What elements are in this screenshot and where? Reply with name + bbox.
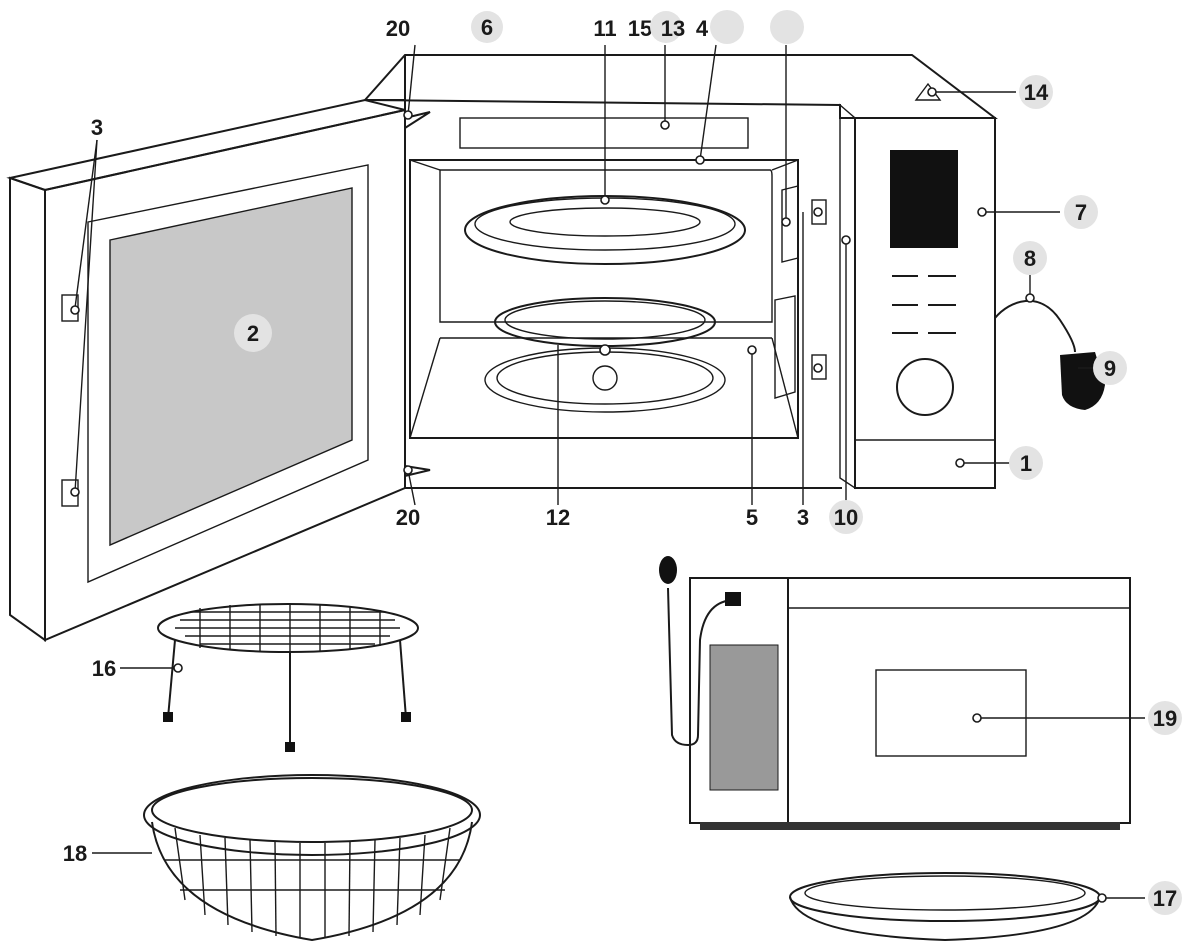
callout-10: 10 — [834, 505, 858, 530]
callout-5: 5 — [746, 505, 758, 530]
callout-19: 19 — [1153, 706, 1177, 731]
leader-dots — [70, 87, 1107, 903]
door-window — [109, 187, 353, 547]
callout-20-bottom: 20 — [396, 505, 420, 530]
rear-view — [659, 556, 1131, 830]
callout-6: 6 — [481, 15, 493, 40]
callout-12: 12 — [546, 505, 570, 530]
callout-15: 15 — [628, 16, 652, 41]
callout-labels: 2 20 6 11 15 13 4 3 14 7 8 9 1 20 12 5 3… — [63, 10, 1182, 915]
callout-1: 1 — [1020, 451, 1032, 476]
callout-8: 8 — [1024, 246, 1036, 271]
callout-17: 17 — [1153, 886, 1177, 911]
high-rack — [157, 603, 419, 752]
leader-lines — [74, 44, 1145, 899]
callout-3-door: 3 — [91, 115, 103, 140]
callout-18: 18 — [63, 841, 87, 866]
microwave-body — [362, 54, 1105, 490]
callout-20-top: 20 — [386, 16, 410, 41]
callout-16: 16 — [92, 656, 116, 681]
callout-4: 4 — [696, 16, 709, 41]
callout-11: 11 — [593, 16, 616, 41]
callout-9: 9 — [1104, 356, 1116, 381]
control-buttons — [892, 275, 956, 334]
callout-14: 14 — [1024, 80, 1049, 105]
callout-13: 13 — [661, 16, 685, 41]
callout-2: 2 — [247, 321, 259, 346]
glass-tray — [789, 872, 1101, 942]
plug-icon — [659, 556, 677, 584]
control-dial — [896, 358, 954, 416]
air-fry-basket — [143, 774, 481, 942]
callout-7: 7 — [1075, 200, 1087, 225]
door — [6, 98, 406, 642]
callout-3-body: 3 — [797, 505, 809, 530]
